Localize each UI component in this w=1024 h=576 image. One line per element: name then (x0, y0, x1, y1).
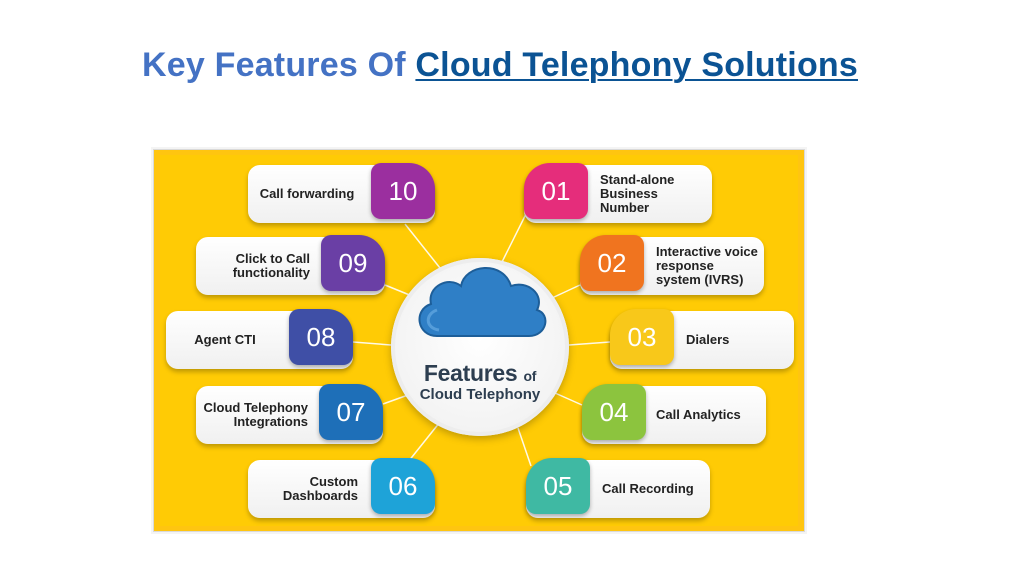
feature-label: Click to Call functionality (232, 251, 310, 280)
feature-number: 10 (371, 163, 435, 219)
feature-label: Dialers (686, 332, 730, 347)
feature-number: 01 (524, 163, 588, 219)
feature-card-07: Cloud Telephony Integrations 07 (196, 384, 383, 444)
feature-card-05: 05 Call Recording (526, 458, 710, 518)
feature-label: Call forwarding (259, 186, 355, 201)
hub-title-line2: Cloud Telephony (419, 386, 541, 403)
feature-label: Cloud Telephony Integrations (203, 400, 308, 429)
feature-card-08: Agent CTI 08 (166, 309, 353, 369)
feature-card-10: Call forwarding 10 (248, 163, 435, 223)
hub-title-line1: Features of (423, 360, 537, 386)
feature-number: 08 (289, 309, 353, 365)
title-prefix: Key Features Of (142, 46, 416, 84)
feature-number: 07 (319, 384, 383, 440)
feature-number: 05 (526, 458, 590, 514)
feature-number: 03 (610, 309, 674, 365)
feature-card-03: 03 Dialers (610, 309, 794, 369)
feature-label: Custom Dashboards (282, 474, 358, 503)
feature-card-09: Click to Call functionality 09 (196, 235, 385, 295)
feature-label: Call Recording (602, 481, 694, 496)
slide-title: Key Features Of Cloud Telephony Solution… (0, 46, 1000, 85)
feature-number: 06 (371, 458, 435, 514)
feature-label: Agent CTI (194, 332, 256, 347)
feature-card-06: Custom Dashboards 06 (248, 458, 435, 518)
feature-label: Call Analytics (656, 407, 741, 422)
central-hub: Features of Cloud Telephony (391, 258, 569, 436)
feature-card-04: 04 Call Analytics (582, 384, 766, 444)
feature-label: Stand-alone Business Number (600, 172, 675, 215)
feature-card-01: 01 Stand-alone Business Number (524, 163, 712, 223)
feature-card-02: 02 Interactive voice response system (IV… (580, 235, 764, 295)
feature-number: 09 (321, 235, 385, 291)
cloud-icon (418, 267, 547, 337)
title-link[interactable]: Cloud Telephony Solutions (415, 46, 858, 84)
feature-number: 02 (580, 235, 644, 291)
feature-label: Interactive voice response system (IVRS) (656, 244, 758, 287)
feature-number: 04 (582, 384, 646, 440)
